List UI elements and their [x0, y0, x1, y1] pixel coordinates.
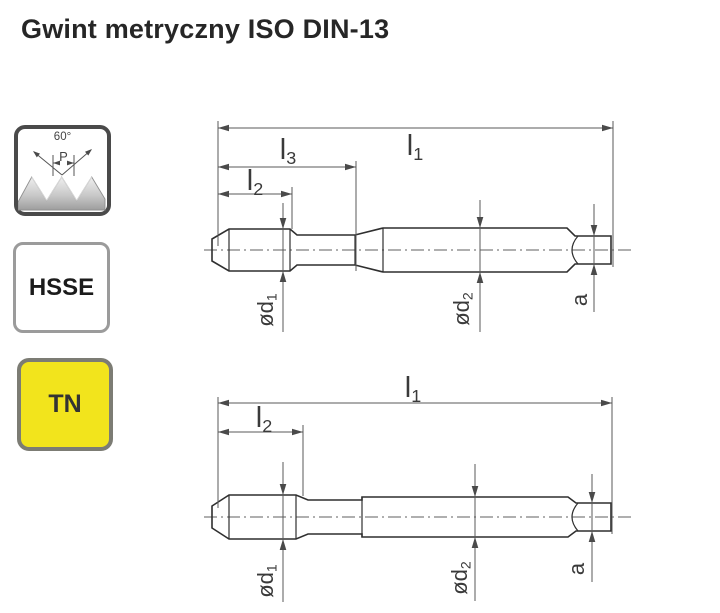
dim-label-d2-top: ød2 — [449, 292, 476, 326]
material-badge: HSSE — [13, 242, 110, 333]
top-tap-view — [204, 121, 634, 332]
dim-label-d1-bottom: ød1 — [253, 564, 280, 598]
dim-label-d1-top: ød1 — [253, 293, 280, 327]
angle-lines — [33, 149, 92, 176]
dim-label-l3-top: l3 — [279, 134, 297, 169]
coating-badge: TN — [17, 358, 113, 451]
dim-label-l2-bottom: l2 — [255, 402, 273, 437]
dim-label-l2-top: l2 — [246, 165, 264, 200]
dim-label-a-bottom: a — [564, 562, 589, 576]
thread-profile-icon: 60° P — [14, 125, 111, 216]
pitch-lines — [52, 155, 75, 176]
bottom-tap-view — [204, 397, 634, 602]
angle-value-label: 60° — [53, 131, 72, 143]
dim-label-l1-top: l1 — [406, 130, 424, 165]
dim-label-d2-bottom: ød2 — [447, 561, 474, 595]
dim-label-l1-bottom: l1 — [404, 372, 422, 407]
dim-label-a-top: a — [567, 293, 592, 307]
pitch-value-label: P — [59, 149, 68, 164]
page-title: Gwint metryczny ISO DIN-13 — [21, 14, 390, 44]
thread-profile-graphic — [18, 149, 106, 211]
